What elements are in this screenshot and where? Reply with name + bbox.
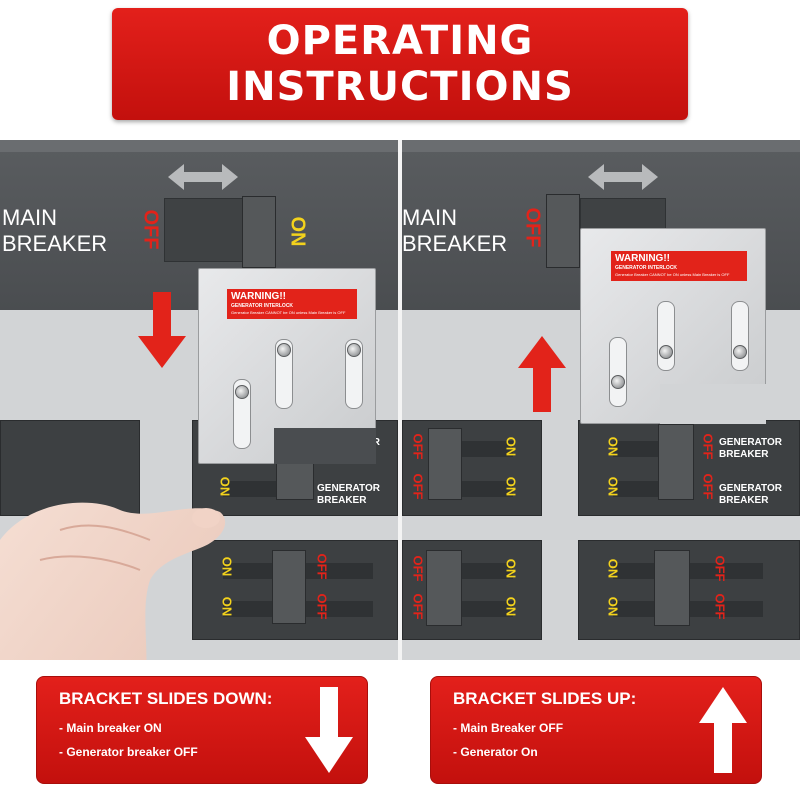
bracket-down-title: BRACKET SLIDES DOWN: [59,689,273,708]
rg-off-1: OFF [700,433,716,460]
rc-off-1: OFF [712,555,728,582]
main-off-label: OFF [139,209,162,250]
rc-on-1: ON [605,558,621,579]
breaker-handle-right-c [654,550,690,626]
bracket-down-info-box: BRACKET SLIDES DOWN: - Main breaker ON -… [36,676,368,784]
warning-subtitle-right: GENERATOR INTERLOCK [615,265,678,271]
rc-off-2: OFF [712,593,728,620]
ra-off-2: OFF [410,473,426,500]
title-line-1: OPERATING [266,18,534,64]
generator-breaker-label-r2a: GENERATOR [719,483,782,494]
screw [611,375,625,389]
right-panel-illustration: MAIN BREAKER OFF OFF OFF ON ON ON ON OFF… [402,140,800,660]
ra-on-2: ON [503,476,519,497]
bracket-up-item-2: - Generator On [453,745,538,759]
screw [277,343,291,357]
breaker-block-right-a: OFF OFF ON ON [402,420,542,516]
rg-on-1: ON [605,436,621,457]
bracket-up-item-1: - Main Breaker OFF [453,721,564,735]
main-on-label: ON [286,216,309,247]
panel-divider [398,140,402,660]
title-line-2: INSTRUCTIONS [226,64,574,110]
lower-off-label-2: OFF [314,593,330,620]
arrow-down-icon [305,687,353,773]
warning-fine-print-right: Generator Breaker CANNOT be ON unless Ma… [615,272,730,277]
main-breaker-slot [164,198,250,262]
rb-on-1: ON [503,558,519,579]
ra-on-1: ON [503,436,519,457]
breaker-handle-right-a [428,428,462,500]
ra-off-1: OFF [410,433,426,460]
rb-off-2: OFF [410,593,426,620]
gen-on-label: ON [217,476,233,497]
breaker-block-right-b: OFF OFF ON ON [402,540,542,640]
main-breaker-label-1: MAIN [2,205,57,230]
bracket-up-title: BRACKET SLIDES UP: [453,689,637,708]
generator-breaker-label-2b: BREAKER [317,495,367,506]
side-breaker-block-left [0,420,140,516]
generator-breaker-label-r1a: GENERATOR [719,437,782,448]
screw [235,385,249,399]
main-breaker-handle-right [546,194,580,268]
bracket-up-info-box: BRACKET SLIDES UP: - Main Breaker OFF - … [430,676,762,784]
generator-breaker-label-2a: GENERATOR [317,483,380,494]
rg-on-2: ON [605,476,621,497]
generator-breaker-label-r1b: BREAKER [719,449,769,460]
main-breaker-label-2: BREAKER [2,231,108,256]
generator-breaker-label-r2b: BREAKER [719,495,769,506]
double-arrow-icon [588,164,658,190]
warning-subtitle: GENERATOR INTERLOCK [231,303,294,309]
rc-on-2: ON [605,596,621,617]
screw [347,343,361,357]
arrow-down-icon [138,292,186,368]
warning-label-right: WARNING!! GENERATOR INTERLOCK Generator … [611,251,747,281]
main-breaker-handle [242,196,276,268]
bracket-down-item-1: - Main breaker ON [59,721,162,735]
main-breaker-label-right-2: BREAKER [402,231,508,256]
arrow-up-icon [518,336,566,412]
double-arrow-icon [168,164,238,190]
warning-label: WARNING!! GENERATOR INTERLOCK Generator … [227,289,357,319]
rb-on-2: ON [503,596,519,617]
screw [733,345,747,359]
hand-illustration [0,502,226,660]
warning-title: WARNING!! [231,291,286,302]
left-panel-illustration: MAIN BREAKER OFF ON ON GENERATOR BREAKER… [0,140,398,660]
main-off-label-right: OFF [521,207,544,248]
lower-breaker-handle [272,550,306,624]
lower-off-label-1: OFF [314,553,330,580]
warning-title-right: WARNING!! [615,253,670,264]
main-breaker-label-right-1: MAIN [402,205,457,230]
screw [659,345,673,359]
rg-off-2: OFF [700,473,716,500]
main-breaker-bar: MAIN BREAKER OFF ON [0,140,398,310]
generator-breaker-handle-right [658,424,694,500]
title-banner: OPERATING INSTRUCTIONS [112,8,688,120]
arrow-up-icon [699,687,747,773]
warning-fine-print: Generator Breaker CANNOT be ON unless Ma… [231,310,346,315]
bracket-down-item-2: - Generator breaker OFF [59,745,198,759]
breaker-handle-right-b [426,550,462,626]
rb-off-1: OFF [410,555,426,582]
